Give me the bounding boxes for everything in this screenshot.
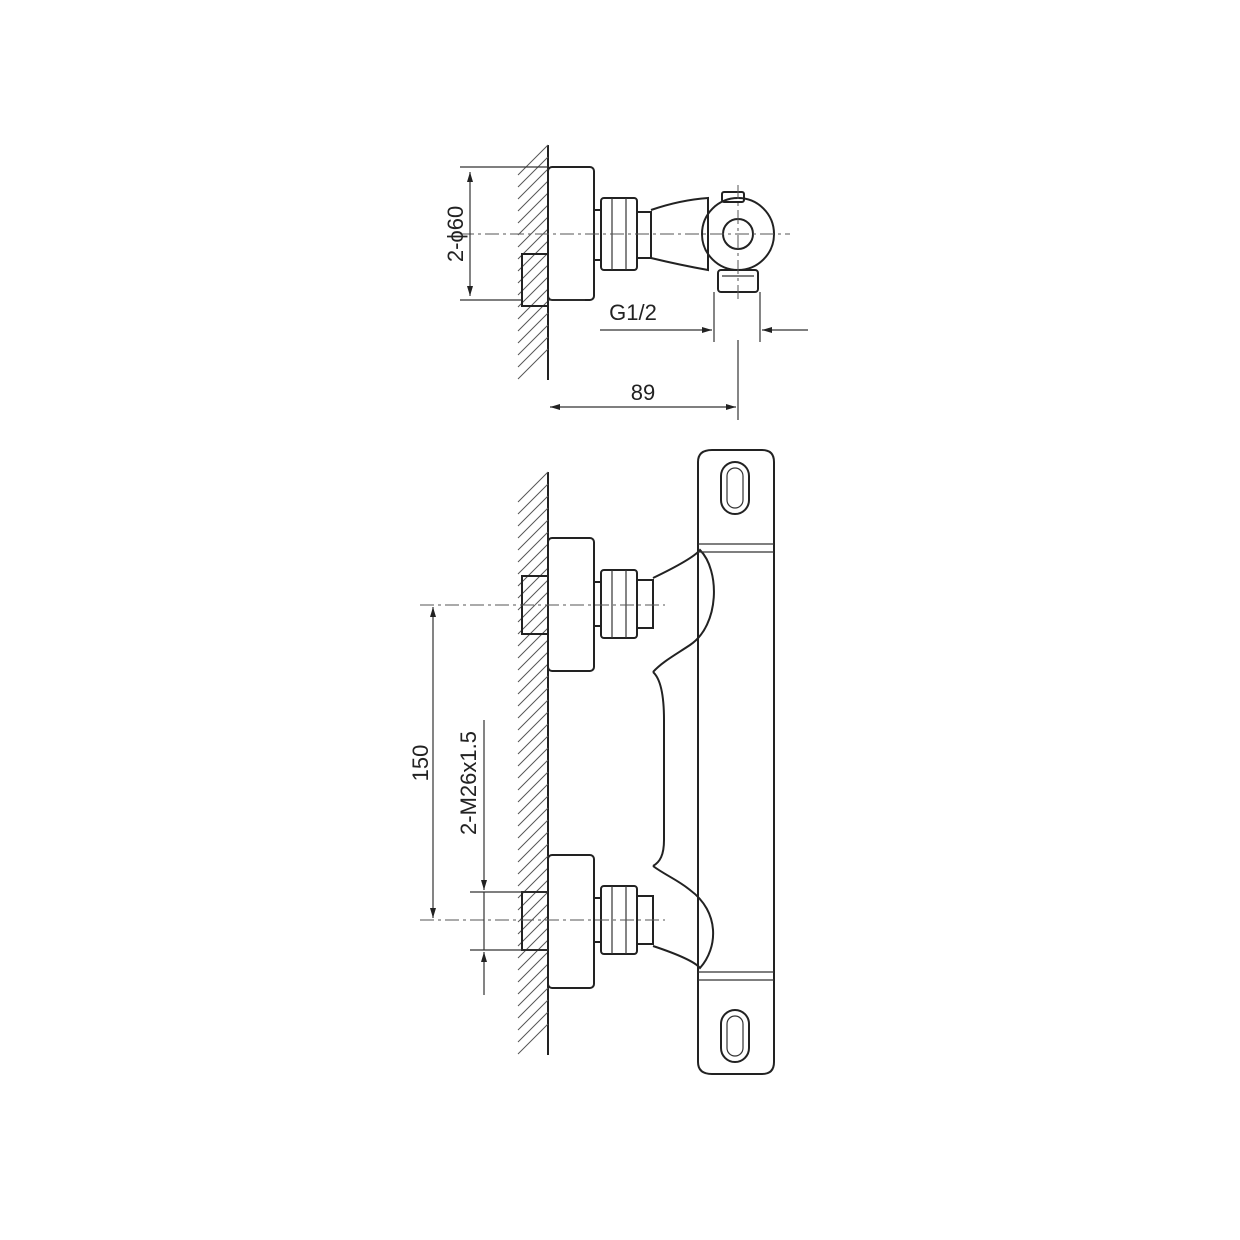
- dim-depth: 89: [631, 380, 655, 405]
- lower-elbow: [652, 865, 715, 970]
- hatch-line: [517, 324, 549, 356]
- front-view: 150 2-M26x1.5: [408, 449, 775, 1075]
- hatch-line: [517, 663, 549, 695]
- hatch-line: [517, 699, 549, 731]
- hatch-line: [517, 216, 549, 248]
- hatch-line: [517, 312, 549, 344]
- hatch-line: [517, 771, 549, 803]
- dim-inlet-spacing: 150: [408, 745, 433, 782]
- hatch-line: [517, 192, 549, 224]
- hatch-line: [517, 951, 549, 983]
- hatch-line: [517, 675, 549, 707]
- bottom-handle-slot: [720, 1009, 750, 1063]
- hatch-line: [517, 168, 549, 200]
- dim-inlet-diameter: 2-ϕ60: [443, 206, 468, 262]
- hatch-line: [517, 843, 549, 875]
- hatch-line: [517, 999, 549, 1031]
- hatch-line: [517, 348, 549, 380]
- hatch-line: [517, 963, 549, 995]
- upper-elbow: [652, 548, 715, 673]
- top-view: 2-ϕ60 G1/2 89: [443, 144, 808, 420]
- hatch-line: [517, 831, 549, 863]
- hatch-line: [517, 939, 549, 971]
- hatch-line: [517, 471, 549, 503]
- hatch-line: [517, 687, 549, 719]
- top-handle-slot: [720, 461, 750, 515]
- dim-outlet-thread: G1/2: [609, 300, 657, 325]
- dim-inlet-thread: 2-M26x1.5: [456, 731, 481, 835]
- hatch-line: [517, 927, 549, 959]
- mixer-body: [697, 449, 775, 1075]
- hatch-line: [517, 495, 549, 527]
- wall-stub-top: [521, 253, 549, 307]
- hatch-line: [517, 987, 549, 1019]
- hatch-line: [517, 156, 549, 188]
- hatch-line: [517, 336, 549, 368]
- hatch-line: [517, 1011, 549, 1043]
- hatch-line: [517, 819, 549, 851]
- upper-nut: [600, 569, 638, 639]
- hatch-line: [517, 204, 549, 236]
- hatch-line: [517, 759, 549, 791]
- hatch-line: [517, 144, 549, 176]
- hatch-line: [517, 180, 549, 212]
- hatch-line: [517, 795, 549, 827]
- hatch-line: [517, 975, 549, 1007]
- hatch-line: [517, 507, 549, 539]
- hatch-line: [517, 651, 549, 683]
- lower-flange: [547, 854, 595, 989]
- hatch-line: [517, 855, 549, 887]
- hatch-line: [517, 531, 549, 563]
- hatch-line: [517, 747, 549, 779]
- hatch-line: [517, 711, 549, 743]
- wall-hatch-front: [517, 471, 549, 1055]
- hatch-line: [517, 735, 549, 767]
- hatch-line: [517, 519, 549, 551]
- hatch-line: [517, 639, 549, 671]
- hatch-line: [517, 1023, 549, 1055]
- hatch-line: [517, 783, 549, 815]
- hatch-line: [517, 723, 549, 755]
- hatch-line: [517, 483, 549, 515]
- hatch-line: [517, 288, 549, 320]
- hatch-line: [517, 615, 549, 647]
- hatch-line: [517, 543, 549, 575]
- hatch-line: [517, 807, 549, 839]
